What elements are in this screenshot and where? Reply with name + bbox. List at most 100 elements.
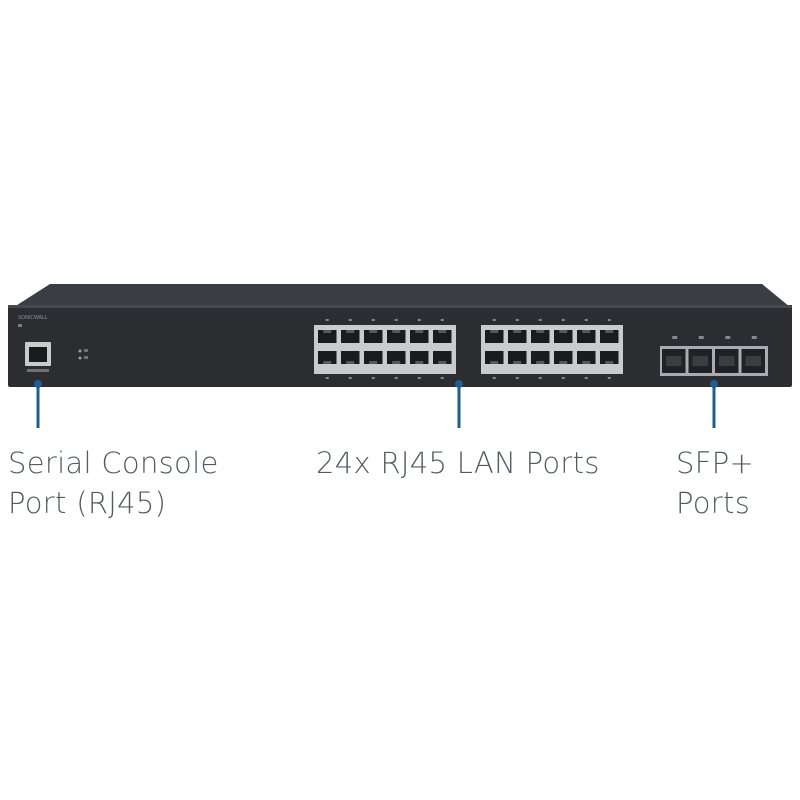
callout-label-serial-console: Serial Console Port (RJ45) [8,443,219,523]
rj45-lan-port [387,351,406,364]
port-led [394,319,398,321]
callout-label-line: Serial Console [8,446,219,480]
rj45-lan-port [600,351,619,364]
port-led [440,377,444,379]
rj45-lan-port [433,330,452,343]
rj45-port-latch [438,361,447,364]
port-led [325,377,329,379]
rj45-port-latch [415,330,424,333]
rj45-lan-port [508,351,527,364]
sfp-led [751,336,757,339]
rj45-port-latch [323,330,332,333]
rj45-lan-port [485,330,504,343]
port-led [515,319,519,321]
callout-label-sfp-ports: SFP+ Ports [676,443,754,523]
rj45-lan-port [485,351,504,364]
callout-dot-sfp [710,380,718,388]
port-led [371,319,375,321]
sfp-led [672,336,678,339]
callout-lines [34,380,718,428]
port-led [492,377,496,379]
rj45-port-latch [392,330,401,333]
callout-label-lan-ports: 24x RJ45 LAN Ports [316,443,600,483]
rj45-port-latch [605,330,614,333]
rj45-port-latch [582,361,591,364]
port-led [607,319,611,321]
port-led [515,377,519,379]
callout-dot-console [34,380,42,388]
port-led [348,319,352,321]
rj45-lan-port [341,330,360,343]
rj45-lan-port [531,351,550,364]
port-led [440,319,444,321]
rj45-port-latch [559,330,568,333]
rj45-port-latch [369,330,378,333]
rj45-lan-port [364,330,383,343]
rj45-lan-port-array [314,319,623,379]
rj45-lan-port [577,351,596,364]
rj45-lan-port [341,351,360,364]
rj45-port-latch [392,361,401,364]
rj45-lan-port [433,351,452,364]
rj45-port-latch [559,361,568,364]
rj45-port-latch [323,361,332,364]
sfp-port-inner [692,356,708,366]
rj45-port-latch [490,330,499,333]
rj45-lan-port [410,351,429,364]
rj45-port-latch [415,361,424,364]
rj45-lan-port [364,351,383,364]
port-led [394,377,398,379]
rj45-port-latch [536,361,545,364]
port-led [584,377,588,379]
port-led [607,377,611,379]
port-led [417,319,421,321]
callout-label-line: SFP+ [676,446,755,480]
callout-dot-lan [455,380,463,388]
power-indicator [18,324,22,327]
port-led [348,377,352,379]
chassis-top-edge [14,284,790,307]
callout-label-line: 24x RJ45 LAN Ports [316,446,600,480]
sfp-port-inner [745,356,761,366]
port-block-frame [314,325,456,374]
callout-label-line: Port (RJ45) [8,486,167,520]
port-led [371,377,375,379]
port-led [538,377,542,379]
rj45-port-latch [369,361,378,364]
rj45-lan-port [508,330,527,343]
rj45-port-latch [513,361,522,364]
rj45-lan-port [410,330,429,343]
port-block-frame [481,325,623,374]
rj45-port-latch [582,330,591,333]
sfp-led [725,336,731,339]
rj45-lan-port [318,330,337,343]
port-led [561,319,565,321]
port-led [325,319,329,321]
port-led [492,319,496,321]
sfp-port-inner [666,356,682,366]
rj45-lan-port [577,330,596,343]
sfp-led [698,336,704,339]
rj45-lan-port [600,330,619,343]
rj45-port-latch [605,361,614,364]
port-led [584,319,588,321]
port-led [561,377,565,379]
rj45-lan-port [554,351,573,364]
rj45-lan-port [531,330,550,343]
rj45-lan-port [554,330,573,343]
rj45-port-latch [490,361,499,364]
sfp-port-array [660,336,768,376]
sfp-port-inner [719,356,735,366]
rj45-port-latch [438,330,447,333]
port-led [538,319,542,321]
rj45-lan-port [318,351,337,364]
rj45-lan-port [387,330,406,343]
rj45-port-latch [513,330,522,333]
brand-logo: SONICWALL [18,315,48,321]
status-leds [78,349,88,360]
rj45-port-latch [536,330,545,333]
rj45-port-latch [346,361,355,364]
callout-label-line: Ports [676,486,751,520]
chassis-highlight [8,305,792,308]
